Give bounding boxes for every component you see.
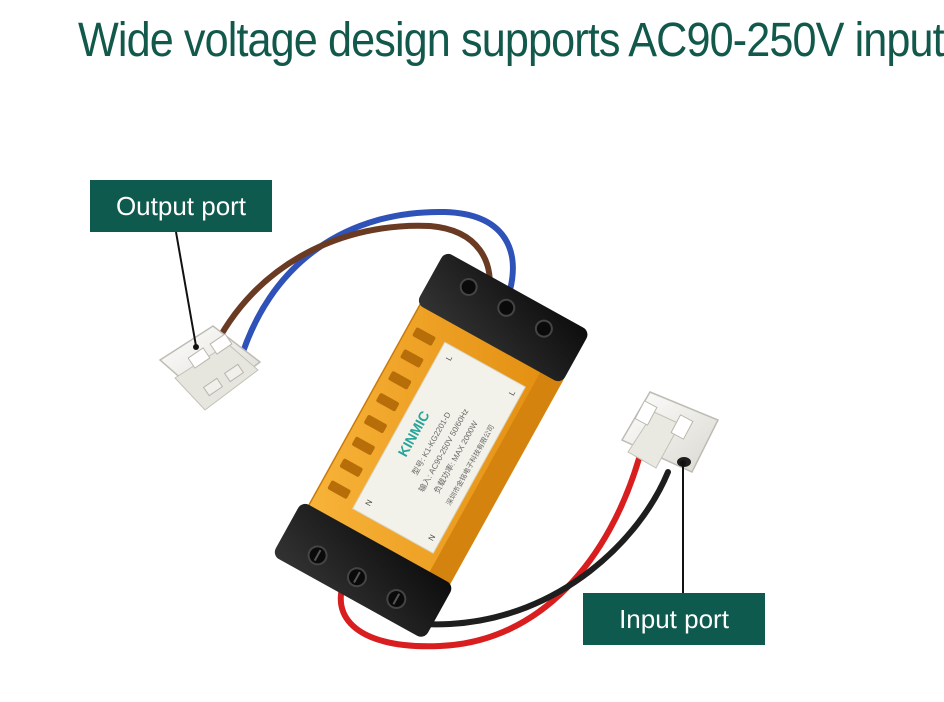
output-port-callout: Output port [90,180,272,232]
output-wire-blue [235,208,516,371]
output-wire-brown [209,222,493,355]
output-connector [158,325,262,411]
output-pointer-line [175,231,197,347]
product-photo: KINMIC 型号: K1-KG2201-D 输入: AC90-250V 50/… [158,208,720,650]
input-wire-red [337,452,643,650]
label-port-left-bottom: N [427,533,438,543]
input-connector [620,391,720,473]
label-port-left-top: N [364,498,375,508]
input-port-callout: Input port [583,593,765,645]
label-port-right-top: L [444,354,454,363]
label-port-right-bottom: L [507,389,517,398]
product-image-page: Wide voltage design supports AC90-250V i… [78,14,944,650]
relay-module: KINMIC 型号: K1-KG2201-D 输入: AC90-250V 50/… [274,253,588,637]
